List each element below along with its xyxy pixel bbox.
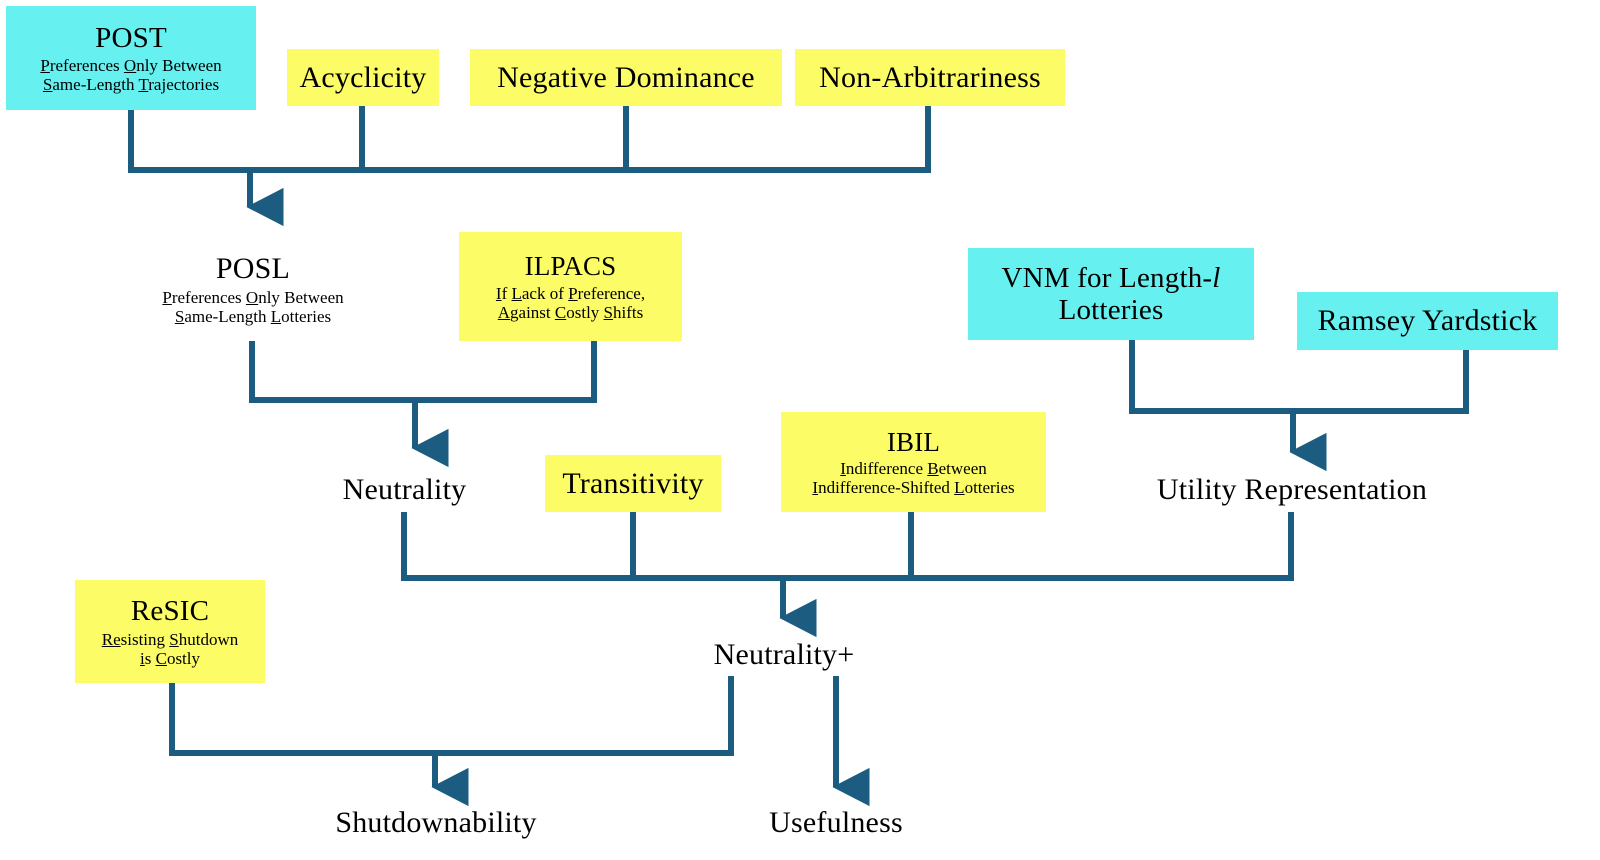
node-ibil[interactable]: IBIL Indifference Between Indifference-S… (781, 412, 1046, 512)
edge-post-group-to-posl (128, 106, 931, 227)
node-resic-title: ReSIC (130, 595, 210, 628)
node-ramsey-yardstick-title: Ramsey Yardstick (1317, 304, 1538, 338)
edge-vnm-ramsey-to-utility (1129, 340, 1469, 472)
node-neutrality-plus-title: Neutrality+ (713, 638, 855, 672)
node-post-title: POST (95, 21, 167, 54)
node-posl-subtitle: Preferences Only Between Same-Length Lot… (162, 288, 343, 326)
node-shutdownability[interactable]: Shutdownability (320, 800, 552, 846)
node-resic-subtitle-line2: is Costly (139, 648, 200, 668)
node-post[interactable]: POST Preferences Only Between Same-Lengt… (6, 6, 256, 110)
node-ibil-title: IBIL (886, 426, 941, 457)
node-posl-subtitle-line1: Preferences Only Between (162, 287, 344, 307)
node-ibil-subtitle: Indifference Between Indifference-Shifte… (812, 459, 1014, 497)
node-post-subtitle-line1: Preferences Only Between (40, 56, 222, 76)
node-vnm-title-line2: Lotteries (1058, 294, 1164, 326)
node-shutdownability-title: Shutdownability (335, 806, 537, 840)
node-transitivity-title: Transitivity (562, 466, 704, 500)
edge-neutrality-group-to-neutrality-plus (401, 512, 1294, 638)
node-usefulness[interactable]: Usefulness (760, 800, 912, 846)
node-usefulness-title: Usefulness (769, 806, 903, 840)
edge-resic-neutralityplus-to-shutdownability (169, 676, 734, 807)
node-ilpacs[interactable]: ILPACS If Lack of Preference, Against Co… (459, 232, 682, 341)
node-negative-dominance[interactable]: Negative Dominance (470, 49, 782, 106)
node-resic-subtitle: Resisting Shutdown is Costly (102, 630, 239, 668)
node-utility-representation[interactable]: Utility Representation (1118, 468, 1466, 512)
node-transitivity[interactable]: Transitivity (545, 455, 721, 512)
node-posl-title: POSL (215, 252, 291, 286)
node-negative-dominance-title: Negative Dominance (497, 60, 755, 94)
node-posl-subtitle-line2: Same-Length Lotteries (174, 306, 332, 326)
node-ilpacs-subtitle-line2: Against Costly Shifts (497, 302, 644, 322)
node-acyclicity[interactable]: Acyclicity (287, 49, 439, 106)
node-neutrality-title: Neutrality (342, 473, 467, 507)
node-ilpacs-subtitle-line1: If Lack of Preference, (495, 283, 646, 303)
node-ilpacs-title: ILPACS (524, 251, 617, 282)
node-ibil-subtitle-line1: Indifference Between (840, 459, 987, 479)
node-posl[interactable]: POSL Preferences Only Between Same-Lengt… (125, 237, 381, 341)
node-acyclicity-title: Acyclicity (299, 60, 427, 94)
node-ilpacs-subtitle: If Lack of Preference, Against Costly Sh… (496, 284, 645, 322)
node-neutrality[interactable]: Neutrality (331, 468, 478, 512)
node-non-arbitrariness-title: Non-Arbitrariness (819, 60, 1041, 94)
node-vnm-title-line1: VNM for Length-l (1001, 261, 1221, 294)
node-neutrality-plus[interactable]: Neutrality+ (700, 633, 868, 677)
node-post-subtitle-line2: Same-Length Trajectories (42, 75, 220, 95)
edge-posl-ilpacs-to-neutrality (249, 341, 597, 468)
node-utility-representation-title: Utility Representation (1156, 473, 1428, 507)
node-resic[interactable]: ReSIC Resisting Shutdown is Costly (75, 580, 265, 683)
node-vnm-length-l-lotteries[interactable]: VNM for Length-l Lotteries (968, 248, 1254, 340)
node-post-subtitle: Preferences Only Between Same-Length Tra… (40, 56, 221, 94)
node-non-arbitrariness[interactable]: Non-Arbitrariness (795, 49, 1065, 106)
node-ramsey-yardstick[interactable]: Ramsey Yardstick (1297, 292, 1558, 350)
node-ibil-subtitle-line2: Indifference-Shifted Lotteries (812, 478, 1015, 498)
node-resic-subtitle-line1: Resisting Shutdown (101, 629, 239, 649)
